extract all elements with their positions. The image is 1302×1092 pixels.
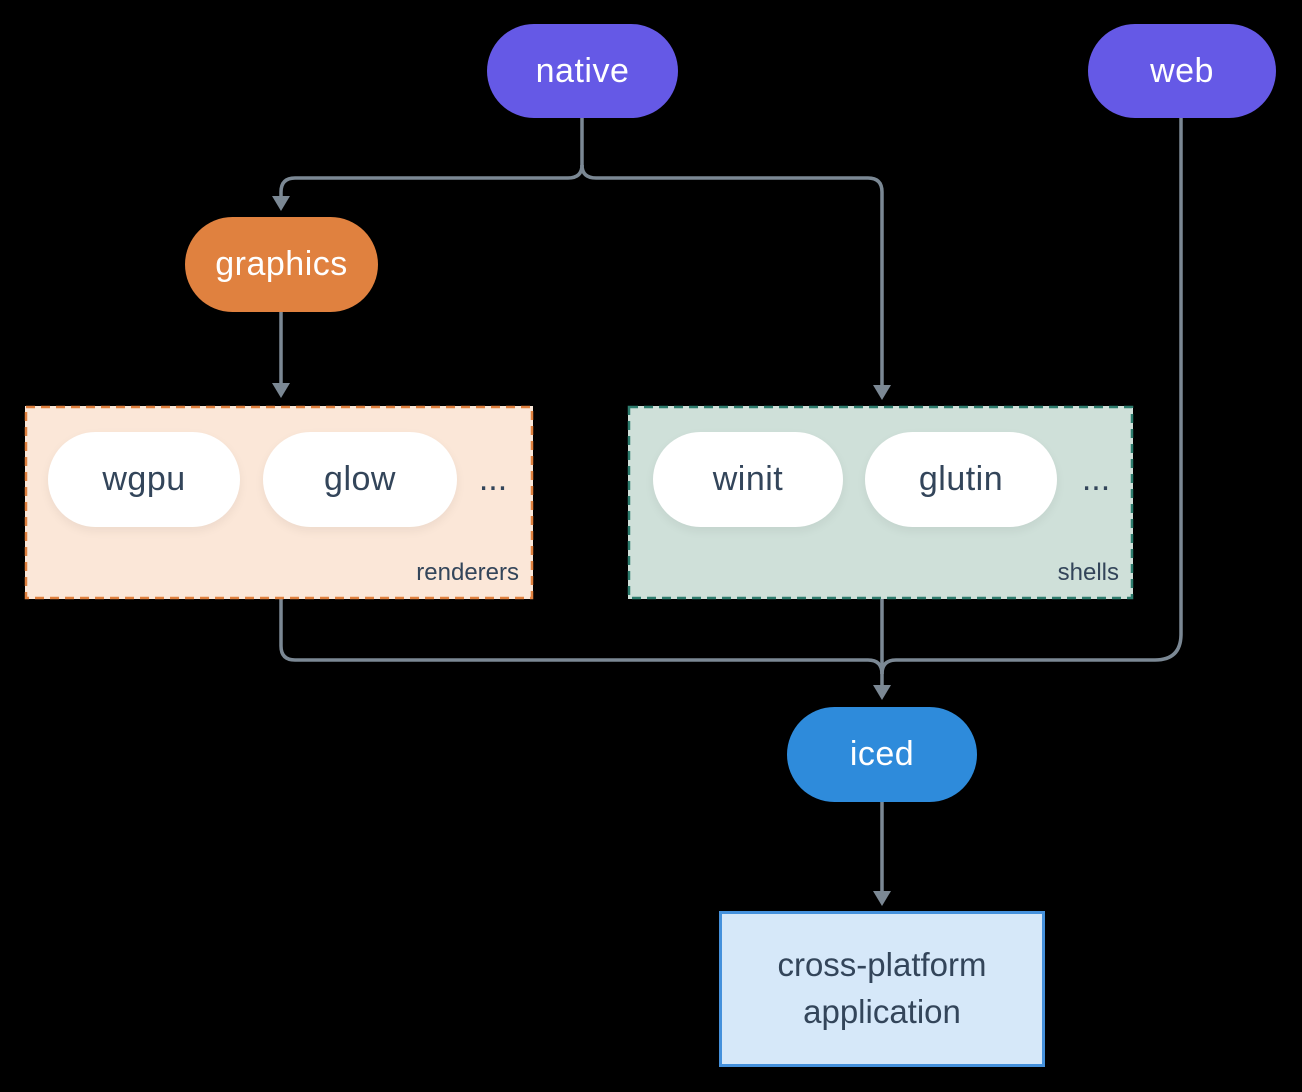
node-glow-label: glow: [324, 460, 396, 498]
node-web: web: [1088, 24, 1276, 118]
arrowhead-shells: [873, 385, 891, 400]
edge-renderers-to-merge: [279, 599, 884, 675]
node-cross-platform-application: cross-platform application: [719, 911, 1045, 1067]
arrowhead-app: [873, 891, 891, 906]
node-web-label: web: [1150, 51, 1214, 90]
arrowhead-graphics: [272, 196, 290, 211]
node-native-label: native: [535, 51, 630, 90]
shells-group: winit glutin ... shells: [628, 406, 1133, 599]
shells-group-label: shells: [1057, 559, 1119, 586]
arrowhead-iced: [873, 685, 891, 700]
node-graphics: graphics: [185, 217, 378, 312]
shells-ellipsis: ...: [1081, 460, 1111, 498]
renderers-group-label: renderers: [416, 559, 519, 586]
renderers-group: wgpu glow ... renderers: [25, 406, 533, 599]
node-graphics-label: graphics: [215, 245, 348, 283]
node-iced: iced: [787, 707, 977, 802]
edge-native-to-shells: [580, 164, 884, 387]
node-iced-label: iced: [849, 735, 915, 773]
node-wgpu-label: wgpu: [102, 460, 186, 498]
node-winit-label: winit: [712, 460, 784, 498]
edge-native-to-graphics: [279, 164, 584, 197]
arrowhead-renderers: [272, 383, 290, 398]
app-label-line-1: cross-platform: [777, 946, 987, 984]
node-native: native: [487, 24, 678, 118]
renderers-ellipsis: ...: [478, 460, 508, 498]
node-glow: glow: [263, 432, 457, 527]
node-glutin: glutin: [865, 432, 1057, 527]
node-wgpu: wgpu: [48, 432, 240, 527]
app-label-line-2: application: [803, 993, 961, 1030]
node-glutin-label: glutin: [918, 460, 1004, 498]
node-winit: winit: [653, 432, 843, 527]
